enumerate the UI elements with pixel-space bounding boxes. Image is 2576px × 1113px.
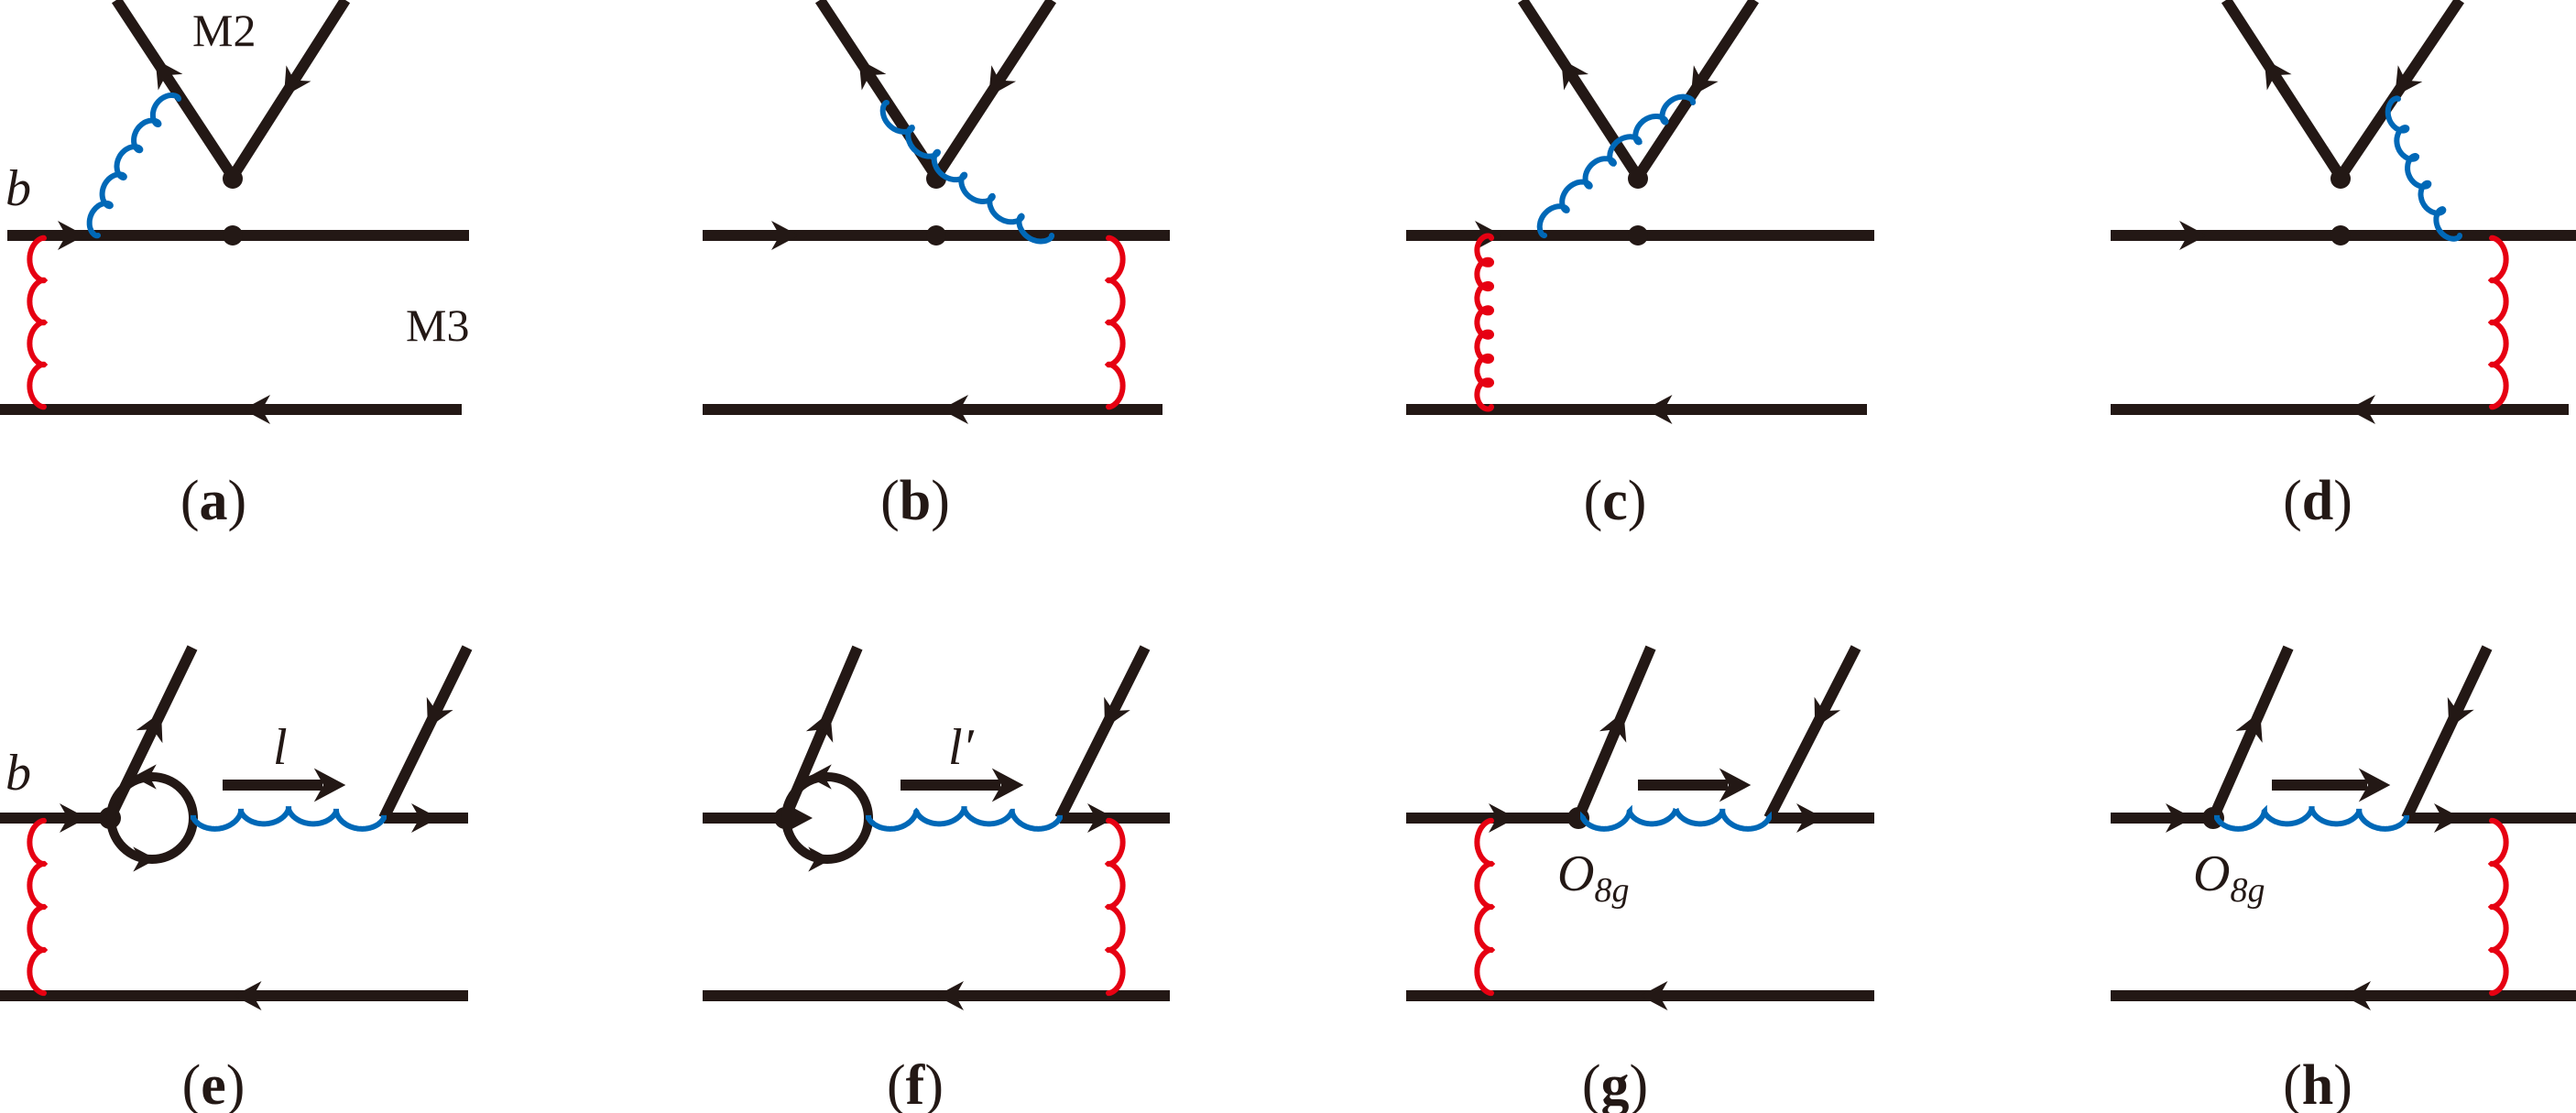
- weak-vertex-dot-upper: [2330, 169, 2351, 189]
- arrow-up-left-icon: [2264, 59, 2292, 91]
- arrow-down-left-icon: [1814, 696, 1841, 728]
- meson-label-m2: M2: [192, 5, 256, 56]
- emitted-quark-line-h: [2208, 645, 2294, 821]
- arrow-right-icon: [1796, 803, 1824, 833]
- arrow-up-left-icon: [1561, 59, 1588, 91]
- arrow-up-right-icon: [805, 711, 834, 743]
- momentum-arrowhead-icon: [1719, 768, 1752, 802]
- arrow-right-icon: [771, 221, 799, 250]
- arrow-left-icon: [941, 395, 968, 424]
- arrow-left-icon: [1644, 395, 1673, 424]
- arrow-left-icon: [808, 764, 832, 790]
- caption-c: (c): [1584, 470, 1647, 532]
- arrow-down-left-icon: [988, 65, 1017, 97]
- weak-vertex-dot-lower: [926, 225, 946, 246]
- arrow-down-left-icon: [283, 65, 311, 97]
- momentum-arrowhead-icon: [991, 768, 1024, 802]
- momentum-arrowhead-icon: [313, 768, 346, 802]
- emitted-antiquark-line-g: [1763, 645, 1861, 821]
- diagram-lines-layer: [0, 0, 2576, 1010]
- spectator-gluon-h: [2487, 817, 2509, 997]
- emitted-quark-line-c: [1517, 0, 1643, 180]
- emitted-gluon-f: [866, 806, 1063, 832]
- momentum-arrowhead-icon: [2358, 768, 2391, 802]
- arrow-left-icon: [243, 395, 270, 424]
- b-quark-label-a: b: [5, 160, 31, 217]
- arrow-right-icon: [2434, 803, 2461, 833]
- emitted-quark-line-a: [111, 0, 238, 180]
- arrow-right-icon: [1489, 803, 1516, 833]
- emitted-gluon-d: [2385, 95, 2462, 242]
- weak-vertex-dot-lower: [223, 225, 243, 246]
- operator-label-g: O8g: [1557, 846, 1629, 910]
- arrow-down-left-icon: [2447, 697, 2474, 728]
- arrow-up-right-icon: [136, 712, 163, 744]
- arrow-up-left-icon: [858, 59, 887, 91]
- arrow-right-icon: [411, 803, 439, 833]
- weak-vertex-dot-upper: [1628, 169, 1648, 189]
- caption-g: (g): [1582, 1054, 1648, 1113]
- spectator-gluon-g: [1474, 817, 1496, 997]
- arrow-right-icon: [58, 221, 85, 250]
- diagram-text-layer: M2 M3 b b l l′ O8g O8g (a) (b) (c) (d) (…: [5, 5, 2352, 1113]
- weak-vertex-dot-lower: [2330, 225, 2351, 246]
- arrow-right-icon: [808, 846, 832, 872]
- arrow-up-right-icon: [2235, 712, 2263, 743]
- emitted-antiquark-line-f: [1054, 645, 1151, 821]
- momentum-label-l: l: [273, 719, 288, 776]
- b-quark-label-e: b: [5, 745, 31, 802]
- operator-subscript: 8g: [1594, 871, 1629, 910]
- arrow-down-left-icon: [1104, 696, 1130, 728]
- caption-b: (b): [880, 470, 950, 532]
- arrow-left-icon: [1640, 981, 1668, 1010]
- operator-label-h: O8g: [2193, 846, 2265, 910]
- spectator-gluon-e: [27, 817, 49, 997]
- emitted-gluon-h: [2214, 804, 2409, 832]
- emitted-quark-line-g: [1573, 645, 1656, 821]
- weak-vertex-dot-upper: [223, 169, 243, 189]
- operator-symbol: O: [1557, 846, 1594, 902]
- arrow-up-right-icon: [1599, 711, 1627, 743]
- emitted-gluon-a: [86, 93, 181, 239]
- arrow-right-icon: [60, 803, 87, 833]
- arrow-right-icon: [1087, 803, 1115, 833]
- caption-h: (h): [2283, 1054, 2352, 1113]
- emitted-gluon-b: [879, 100, 1055, 245]
- emitted-gluon-e: [191, 806, 387, 832]
- operator-symbol: O: [2193, 846, 2230, 902]
- caption-d: (d): [2283, 470, 2352, 532]
- caption-a: (a): [180, 470, 246, 532]
- operator-subscript: 8g: [2230, 871, 2265, 910]
- emitted-antiquark-line-h: [2401, 645, 2493, 821]
- spectator-gluon-b: [1104, 235, 1126, 410]
- arrow-right-icon: [133, 846, 157, 872]
- arrow-left-icon: [2348, 395, 2375, 424]
- caption-f: (f): [887, 1054, 944, 1113]
- emitted-gluon-c: [1536, 93, 1697, 239]
- spectator-gluon-a: [27, 235, 49, 410]
- arrow-up-left-icon: [155, 59, 183, 91]
- weak-vertex-dot-lower: [1628, 225, 1648, 246]
- arrow-left-icon: [133, 764, 157, 790]
- arrow-right-icon: [2166, 803, 2193, 833]
- momentum-label-l-prime: l′: [948, 719, 975, 776]
- emitted-quark-line-d: [2221, 0, 2346, 180]
- arrow-down-left-icon: [1690, 65, 1719, 97]
- emitted-antiquark-line-e: [378, 645, 473, 821]
- arrow-right-icon: [2179, 221, 2207, 250]
- arrow-left-icon: [234, 981, 262, 1010]
- meson-label-m3: M3: [406, 300, 469, 351]
- spectator-gluon-f: [1104, 817, 1126, 997]
- arrow-left-icon: [936, 981, 964, 1010]
- spectator-gluon-d: [2487, 235, 2509, 410]
- arrow-left-icon: [2343, 981, 2371, 1010]
- arrow-down-left-icon: [2395, 65, 2423, 97]
- quark-loop-e: [106, 772, 198, 864]
- arrow-down-left-icon: [426, 696, 453, 728]
- emitted-gluon-g: [1580, 804, 1772, 832]
- caption-e: (e): [182, 1054, 246, 1113]
- emitted-quark-line-b: [814, 0, 942, 180]
- spectator-gluon-c: [1474, 233, 1494, 412]
